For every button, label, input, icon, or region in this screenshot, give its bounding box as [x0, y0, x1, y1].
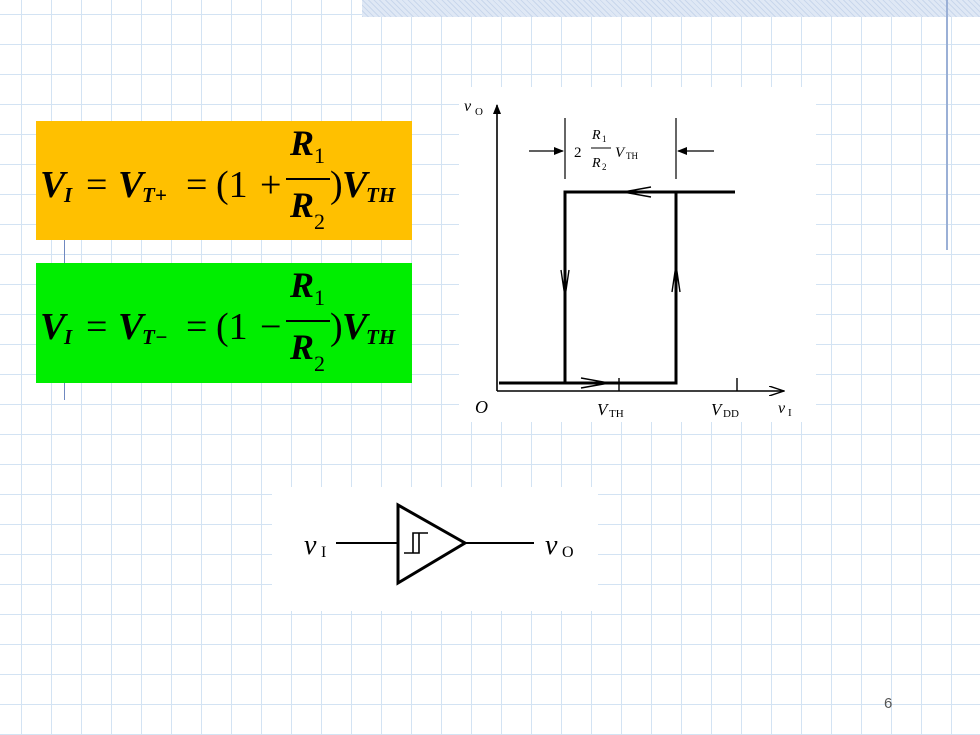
- lhs-v: V: [40, 164, 66, 206]
- arrow-right-low: [580, 377, 610, 389]
- den-sub: 2: [314, 351, 325, 376]
- vt-v: V: [118, 164, 144, 206]
- buffer-triangle: [396, 502, 468, 586]
- close-paren: ): [330, 306, 343, 348]
- fraction-bar: [286, 320, 330, 322]
- arrow-left-high: [622, 186, 652, 198]
- y-axis-sub: O: [475, 106, 483, 118]
- x-axis-sub: I: [788, 407, 792, 419]
- hysteresis-plot-panel: v O v I O V TH V DD 2 R 1 R 2 V TH: [459, 87, 816, 422]
- y-axis-label: v: [464, 98, 472, 115]
- fraction-bar: [286, 178, 330, 180]
- minus-sign: −: [260, 306, 282, 348]
- input-sub: I: [321, 544, 326, 561]
- den-sub: 2: [314, 209, 325, 234]
- schmitt-trigger-symbol: v I v O: [304, 502, 574, 586]
- x-axis-label: v: [778, 400, 786, 417]
- input-label: v: [304, 530, 317, 561]
- schmitt-symbol-panel: v I v O: [272, 487, 598, 611]
- open-paren-one: (1: [216, 164, 248, 206]
- equals-2: =: [186, 306, 208, 348]
- num-r: R: [290, 265, 315, 305]
- vt-sub: T−: [142, 325, 168, 349]
- hysteresis-plot: v O v I O V TH V DD 2 R 1 R 2 V TH: [464, 98, 792, 420]
- width-num-sub: 1: [602, 134, 607, 144]
- den-r: R: [290, 327, 315, 367]
- num-r: R: [290, 123, 315, 163]
- origin-label: O: [475, 397, 488, 417]
- tick-vdd-sub: DD: [723, 408, 739, 420]
- hysteresis-loop: [499, 190, 678, 385]
- output-label: v: [545, 530, 558, 561]
- lhs-sub: I: [64, 183, 73, 207]
- vt-sub: T+: [142, 183, 167, 207]
- close-paren: ): [330, 164, 343, 206]
- vt-v: V: [118, 306, 144, 348]
- width-num: R: [591, 128, 601, 143]
- den-r: R: [290, 185, 315, 225]
- width-coef: 2: [574, 145, 582, 161]
- equals-1: =: [86, 306, 108, 348]
- title-band: [362, 0, 980, 17]
- vth-sub: TH: [366, 325, 396, 349]
- formula-lower-threshold: V I = V T− = (1 − R 1 R 2 ) V TH: [36, 263, 412, 383]
- vth-v: V: [342, 306, 368, 348]
- arrow-up: [671, 264, 681, 293]
- vth-sub: TH: [366, 183, 396, 207]
- plus-sign: +: [260, 164, 282, 206]
- width-den: R: [591, 156, 601, 171]
- lhs-sub: I: [64, 325, 73, 349]
- lhs-v: V: [40, 306, 66, 348]
- num-sub: 1: [314, 285, 325, 310]
- tick-vth-label: V: [597, 400, 610, 419]
- equals-2: =: [186, 164, 208, 206]
- tick-vth-sub: TH: [609, 408, 624, 420]
- arrow-down: [560, 269, 570, 298]
- width-v: V: [615, 145, 626, 161]
- vth-v: V: [342, 164, 368, 206]
- right-accent-line: [946, 0, 948, 250]
- open-paren-one: (1: [216, 306, 248, 348]
- tick-vdd-label: V: [711, 400, 724, 419]
- width-den-sub: 2: [602, 162, 607, 172]
- formula-upper-threshold: V I = V T+ = (1 + R 1 R 2 ) V TH: [36, 121, 412, 240]
- page-number: 6: [884, 695, 893, 712]
- num-sub: 1: [314, 143, 325, 168]
- equals-1: =: [86, 164, 108, 206]
- width-v-sub: TH: [626, 151, 638, 161]
- output-sub: O: [562, 544, 574, 561]
- hysteresis-icon: [404, 532, 428, 554]
